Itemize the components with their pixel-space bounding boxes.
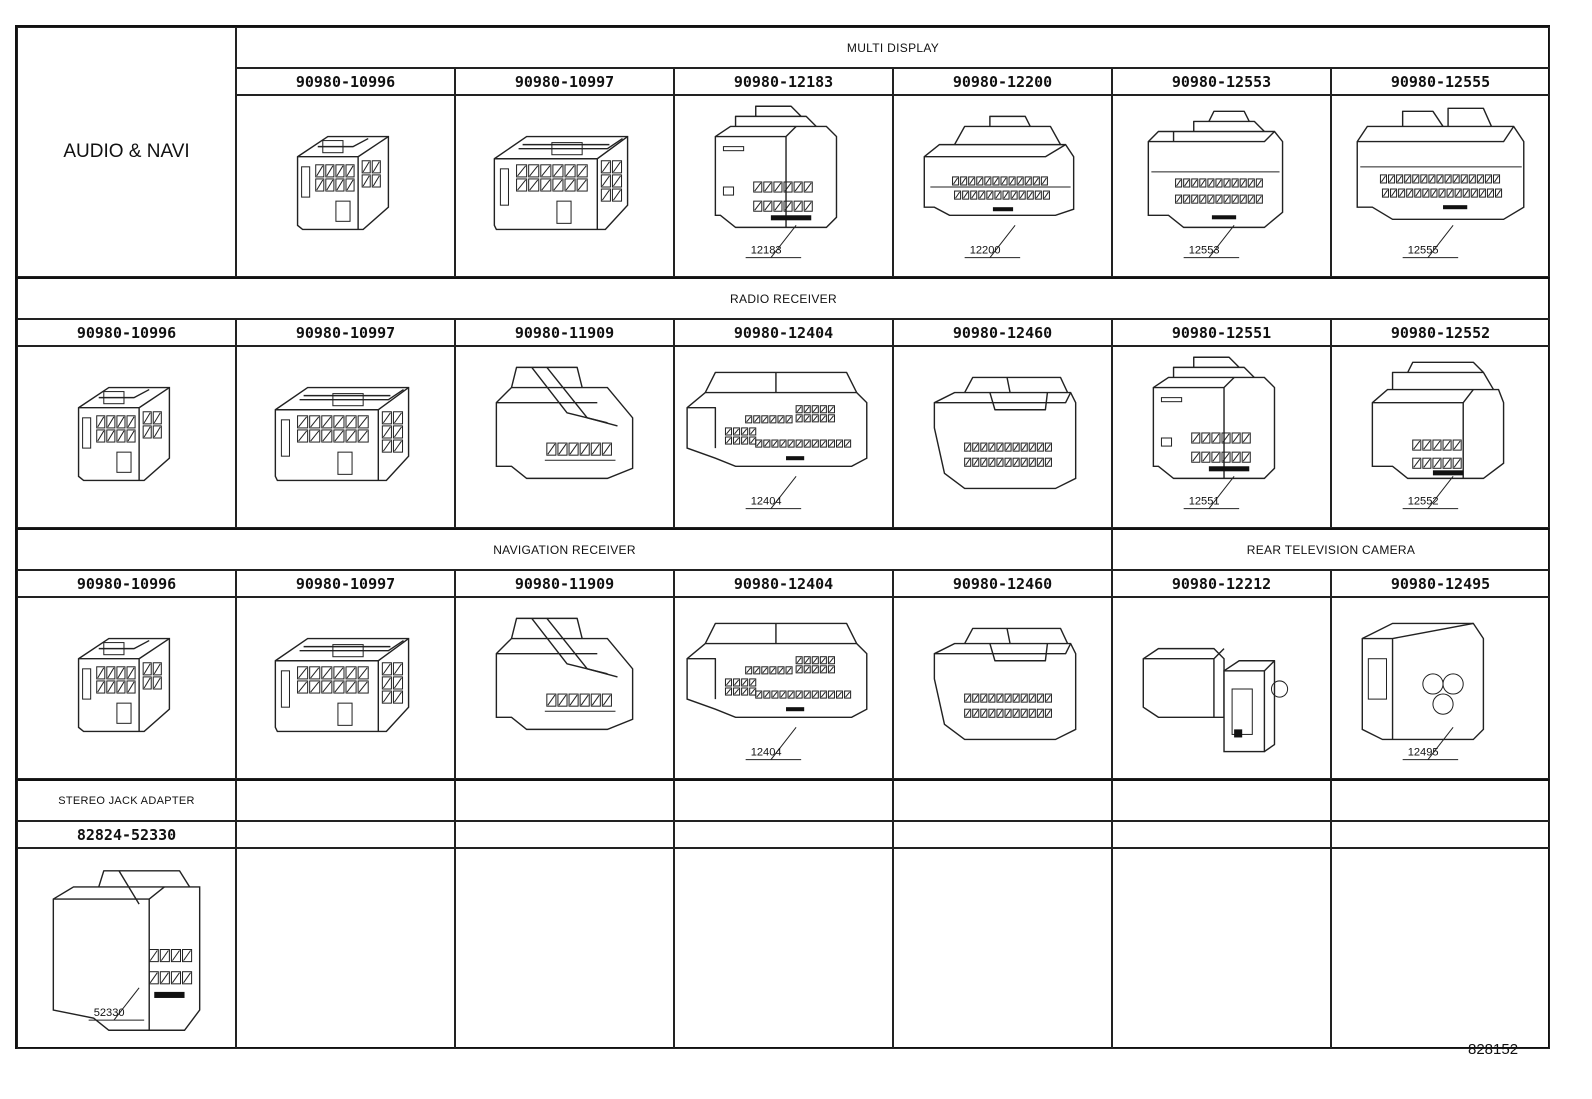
empty-cell xyxy=(1331,779,1550,821)
connector-label: 12555 xyxy=(1408,245,1439,257)
empty-cell xyxy=(236,848,455,1049)
empty-cell xyxy=(1112,848,1331,1049)
connector-drawing: 12200 xyxy=(923,115,1075,259)
connector-cell xyxy=(236,95,455,277)
empty-cell xyxy=(1112,779,1331,821)
empty-cell xyxy=(674,848,893,1049)
connector-cell xyxy=(236,346,455,528)
connector-drawing xyxy=(933,627,1077,741)
connector-drawing xyxy=(274,386,410,482)
connector-label: 12404 xyxy=(751,496,782,508)
empty-cell xyxy=(674,779,893,821)
connector-drawing: 12404 xyxy=(686,622,868,761)
part-number: 90980-11909 xyxy=(455,319,674,346)
part-number: 90980-10997 xyxy=(455,68,674,95)
empty-cell xyxy=(236,779,455,821)
empty-cell xyxy=(455,848,674,1049)
connector-cell xyxy=(455,346,674,528)
connector-drawing: 12552 xyxy=(1371,361,1505,510)
part-number: 90980-12404 xyxy=(674,570,893,597)
part-number: 90980-10997 xyxy=(236,319,455,346)
connector-cell: 12553 xyxy=(1112,95,1331,277)
part-number: 90980-12404 xyxy=(674,319,893,346)
connector-cell: 12555 xyxy=(1331,95,1550,277)
part-number: 90980-10997 xyxy=(236,570,455,597)
section-header: NAVIGATION RECEIVER xyxy=(17,528,1112,570)
connector-label: 12552 xyxy=(1408,496,1439,508)
connector-label: 12404 xyxy=(751,747,782,759)
connector-cell: 12404 xyxy=(674,346,893,528)
part-number: 90980-12553 xyxy=(1112,68,1331,95)
part-number: 90980-12183 xyxy=(674,68,893,95)
connector-label: 12183 xyxy=(751,245,782,257)
part-number: 90980-12460 xyxy=(893,570,1112,597)
part-number: 82824-52330 xyxy=(17,821,236,848)
part-number: 90980-11909 xyxy=(455,570,674,597)
connector-drawing xyxy=(493,135,629,231)
connector-cell xyxy=(1112,597,1331,779)
part-number: 90980-10996 xyxy=(17,570,236,597)
empty-cell xyxy=(1331,821,1550,848)
part-number: 90980-12460 xyxy=(893,319,1112,346)
section-header: RADIO RECEIVER xyxy=(17,277,1550,319)
part-number: 90980-12495 xyxy=(1331,570,1550,597)
connector-drawing xyxy=(274,637,410,733)
section-header: STEREO JACK ADAPTER xyxy=(17,779,236,821)
connector-cell xyxy=(893,597,1112,779)
empty-cell xyxy=(1112,821,1331,848)
figure-code: 828152 xyxy=(1468,1041,1519,1058)
connector-drawing: 12404 xyxy=(686,371,868,510)
connector-cell xyxy=(455,95,674,277)
empty-cell xyxy=(674,821,893,848)
connector-cell: 12551 xyxy=(1112,346,1331,528)
connector-drawing: 12183 xyxy=(714,105,838,259)
connector-cell: 12404 xyxy=(674,597,893,779)
part-number: 90980-10996 xyxy=(17,319,236,346)
section-header: REAR TELEVISION CAMERA xyxy=(1112,528,1550,570)
connector-label: 12200 xyxy=(970,245,1001,257)
connector-label: 12495 xyxy=(1408,747,1439,759)
connector-cell: 12495 xyxy=(1331,597,1550,779)
part-number: 90980-12552 xyxy=(1331,319,1550,346)
empty-cell xyxy=(455,821,674,848)
connector-cell: 12552 xyxy=(1331,346,1550,528)
connector-drawing xyxy=(77,637,171,733)
empty-cell xyxy=(1331,848,1550,1049)
connector-cell xyxy=(236,597,455,779)
part-number: 90980-10996 xyxy=(236,68,455,95)
empty-cell xyxy=(236,821,455,848)
section-header: MULTI DISPLAY xyxy=(236,27,1550,68)
empty-cell xyxy=(455,779,674,821)
part-number: 90980-12551 xyxy=(1112,319,1331,346)
connector-drawing: 12551 xyxy=(1152,356,1276,510)
empty-cell xyxy=(893,848,1112,1049)
sheet-title: AUDIO & NAVI xyxy=(17,27,236,277)
empty-cell xyxy=(893,821,1112,848)
connector-drawing xyxy=(495,617,634,731)
empty-cell xyxy=(893,779,1112,821)
connector-drawing: 12495 xyxy=(1361,622,1485,761)
connector-cell: 12183 xyxy=(674,95,893,277)
connector-drawing: 52330 xyxy=(52,870,201,1031)
connector-drawing xyxy=(933,376,1077,490)
connector-cell xyxy=(893,346,1112,528)
connector-drawing: 12553 xyxy=(1147,110,1284,259)
part-number: 90980-12200 xyxy=(893,68,1112,95)
connector-cell xyxy=(17,346,236,528)
part-number: 90980-12212 xyxy=(1112,570,1331,597)
connector-cell xyxy=(17,597,236,779)
connector-label: 12551 xyxy=(1189,496,1220,508)
connector-drawing: 12555 xyxy=(1356,107,1525,259)
connector-drawing xyxy=(495,366,634,480)
connector-drawing xyxy=(1142,647,1289,753)
connector-drawing xyxy=(77,386,171,482)
part-number: 90980-12555 xyxy=(1331,68,1550,95)
connector-label: 52330 xyxy=(94,1007,125,1019)
connector-cell xyxy=(455,597,674,779)
connector-cell: 52330 xyxy=(17,848,236,1049)
connector-label: 12553 xyxy=(1189,245,1220,257)
connector-drawing xyxy=(296,135,390,231)
connector-cell: 12200 xyxy=(893,95,1112,277)
